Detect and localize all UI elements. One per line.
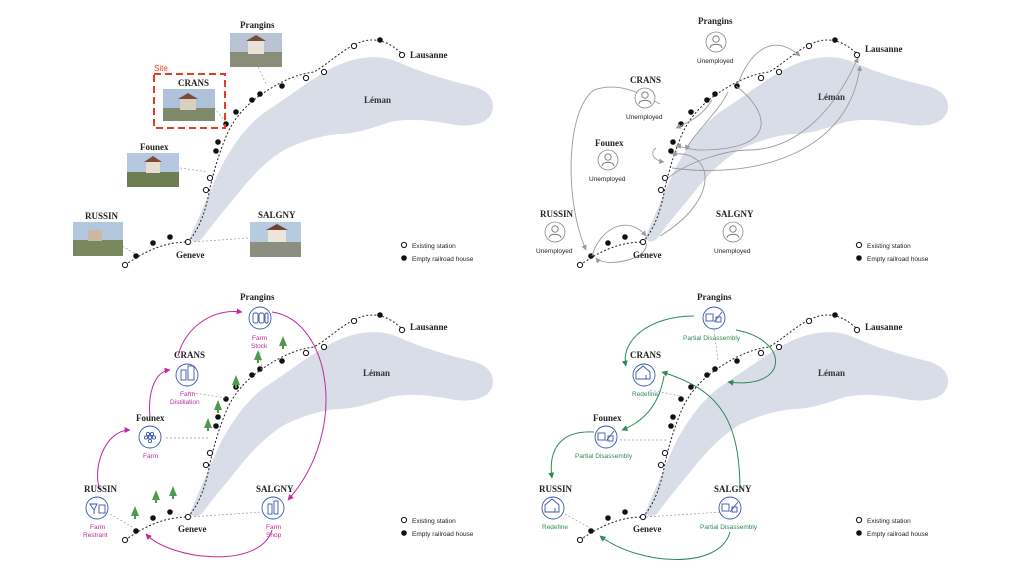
person-icon-russin (544, 221, 566, 243)
strategy-founex: Partial Disassembly (575, 453, 633, 460)
label-lausanne: Lausanne (410, 50, 448, 60)
label-lausanne-3: Lausanne (410, 322, 448, 332)
label-lausanne-2: Lausanne (865, 44, 903, 54)
photo-founex (127, 153, 179, 187)
label-salgny-3: SALGNY (256, 484, 294, 494)
strategy-crans: Redefine (632, 391, 658, 398)
legend-empty: Empty railroad house (412, 256, 474, 263)
label-salgny-4: SALGNY (714, 484, 752, 494)
panel-unemployed: Prangins CRANS Founex RUSSIN SALGNY Laus… (536, 16, 949, 269)
prog-russin-1: Farm (90, 524, 105, 531)
label-crans-3: CRANS (174, 350, 205, 360)
prog-prangins-2: Stock (251, 343, 268, 350)
label-crans-2: CRANS (630, 75, 661, 85)
photo-crans (163, 89, 215, 121)
label-prangins: Prangins (240, 20, 275, 30)
prog-crans-1: Farm (180, 391, 195, 398)
panel-site-map: Site Prangins CRANS Lausanne Founex RUSS… (73, 20, 494, 269)
label-leman-4: Léman (818, 368, 845, 378)
label-russin-4: RUSSIN (539, 484, 573, 494)
legend-empty-2: Empty railroad house (867, 256, 929, 263)
label-leman-3: Léman (363, 368, 390, 378)
label-salgny: SALGNY (258, 210, 296, 220)
label-russin-3: RUSSIN (84, 484, 118, 494)
site-label: Site (154, 64, 168, 73)
panel-building-strategy: Prangins CRANS Founex RUSSIN SALGNY Laus… (539, 292, 949, 560)
photo-russin (73, 222, 123, 256)
barrel-icon (248, 306, 272, 330)
status-salgny: Unemployed (714, 248, 751, 255)
label-crans-4: CRANS (630, 350, 661, 360)
label-crans: CRANS (178, 78, 209, 88)
person-icon-prangins (705, 31, 727, 53)
label-prangins-4: Prangins (697, 292, 732, 302)
label-leman-2: Léman (818, 92, 845, 102)
disassembly-icon-salgny (718, 496, 742, 520)
distillery-icon (175, 363, 199, 387)
label-salgny-2: SALGNY (716, 209, 754, 219)
status-founex: Unemployed (589, 176, 626, 183)
label-founex-4: Founex (593, 413, 622, 423)
wine-glass-icon (85, 496, 109, 520)
label-geneve-4: Geneve (633, 524, 662, 534)
bottle-icon (261, 496, 285, 520)
label-geneve: Geneve (176, 250, 205, 260)
legend-existing-2: Existing station (867, 243, 911, 250)
strategy-salgny: Partial Disassembly (700, 524, 758, 531)
prog-salgny-1: Farm (266, 524, 281, 531)
strategy-russin: Redefine (542, 524, 568, 531)
label-prangins-2: Prangins (698, 16, 733, 26)
disassembly-icon-prangins (702, 306, 726, 330)
prog-salgny-2: Shop (266, 532, 282, 539)
panel-farm-program: Prangins CRANS Founex RUSSIN SALGNY Laus… (83, 292, 494, 558)
prog-crans-2: Distillation (170, 399, 200, 406)
label-geneve-2: Geneve (633, 250, 662, 260)
person-icon-salgny (722, 221, 744, 243)
strategy-prangins: Partial Disassembly (683, 335, 741, 342)
label-founex-3: Founex (136, 413, 165, 423)
legend-existing-4: Existing station (867, 518, 911, 525)
status-prangins: Unemployed (697, 58, 734, 65)
label-founex: Founex (140, 142, 169, 152)
photo-salgny (250, 222, 301, 257)
legend-empty-3: Empty railroad house (412, 531, 474, 538)
prog-founex-1: Farm (143, 453, 158, 460)
legend-empty-4: Empty railroad house (867, 531, 929, 538)
label-founex-2: Founex (595, 138, 624, 148)
label-russin: RUSSIN (85, 211, 119, 221)
site-highlight-box (153, 73, 226, 129)
status-crans: Unemployed (626, 114, 663, 121)
label-lausanne-4: Lausanne (865, 322, 903, 332)
photo-prangins (230, 33, 282, 67)
prog-prangins-1: Farm (252, 335, 267, 342)
legend-existing-3: Existing station (412, 518, 456, 525)
legend-existing: Existing station (412, 243, 456, 250)
label-geneve-3: Geneve (178, 524, 207, 534)
disassembly-icon-founex (594, 425, 618, 449)
status-russin: Unemployed (536, 248, 573, 255)
prog-russin-2: Restrant (83, 532, 108, 539)
person-icon-crans (634, 87, 656, 109)
label-prangins-3: Prangins (240, 292, 275, 302)
person-icon-founex (597, 149, 619, 171)
grapes-icon (138, 425, 162, 449)
label-leman: Léman (364, 95, 391, 105)
label-russin-2: RUSSIN (540, 209, 574, 219)
